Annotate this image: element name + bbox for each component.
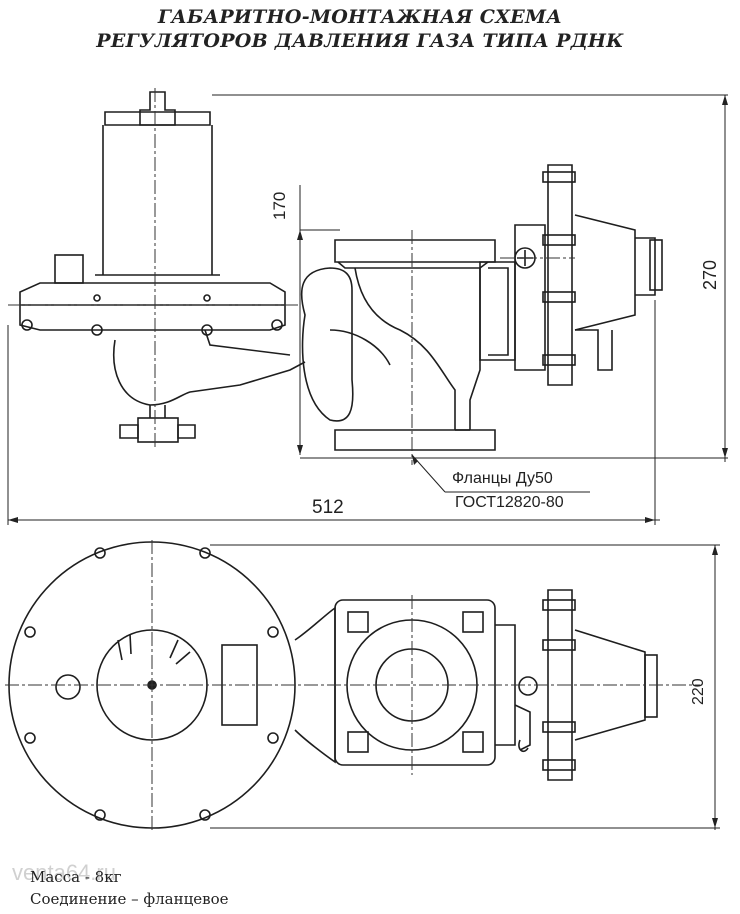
pilot-flange-plan [547,589,573,781]
pilot-bolts [542,171,576,366]
dim-170: 170 [270,191,289,220]
valve-top-flange [334,239,496,263]
plan-view [5,540,700,830]
dim-220: 220 [690,678,707,705]
spring-housing [102,125,213,275]
port-fitting [54,254,84,284]
dimension-arrows [8,95,728,828]
callout-standard: ГОСТ12820-80 [455,494,564,511]
port-fitting-top [55,674,81,700]
mass-note: Масса - 8кг [30,868,122,886]
dimension-lines [7,94,728,830]
watermark: venta64.ru [12,860,116,885]
diaphragm-flange [19,282,286,331]
lower-bowl [113,339,306,406]
callout-flange: Фланцы Ду50 [452,470,553,487]
pilot-tube [575,329,613,371]
flange-bolts [21,294,283,336]
pilot-flange [547,164,573,386]
outlet-flange [479,261,516,361]
valve-bottom-flange [334,429,496,451]
dim-270: 270 [700,259,720,290]
disc-bolts [24,547,279,821]
dim-512: 512 [312,497,344,518]
title-line-1: ГАБАРИТНО-МОНТАЖНАЯ СХЕМА [157,6,563,28]
valve-square-flange [334,599,496,766]
title-line-2: РЕГУЛЯТОРОВ ДАВЛЕНИЯ ГАЗА ТИПА РДНК [96,30,624,52]
connection-note: Соединение – фланцевое [30,890,229,908]
actuator-cap [139,91,176,126]
pilot-cone [574,214,636,331]
valve-body [354,267,481,430]
valve-bore-outer [346,619,478,751]
pilot-body [514,224,546,371]
side-view [8,88,663,465]
bottom-nozzle [149,405,166,418]
inlet-bulge [300,267,354,422]
adjust-screw-plan-icon [518,676,538,696]
